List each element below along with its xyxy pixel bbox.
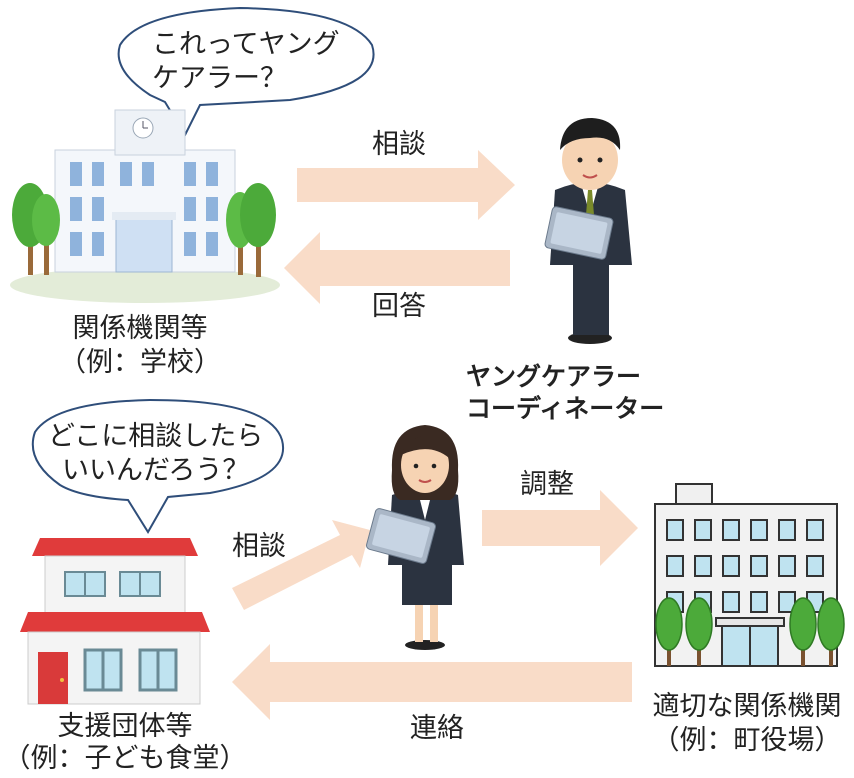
school-name: 関係機関等 bbox=[72, 313, 208, 344]
town-office-name: 適切な関係機関 bbox=[652, 691, 842, 722]
arrow-label-consult-bottom: 相談 bbox=[232, 531, 286, 562]
arrow-consult-top bbox=[297, 150, 515, 220]
coordinator-title-line1: ヤングケアラー bbox=[466, 362, 642, 391]
arrow-label-adjust: 調整 bbox=[520, 469, 574, 500]
arrow-contact bbox=[232, 644, 632, 720]
female-coordinator-icon bbox=[366, 425, 464, 650]
arrow-answer bbox=[284, 232, 510, 304]
bubble-support-line2: いいんだろう？ bbox=[62, 455, 250, 486]
speech-bubble-school bbox=[117, 6, 375, 138]
bubble-school-line1: これってヤング bbox=[152, 29, 340, 60]
support-group-name: 支援団体等 bbox=[57, 711, 193, 742]
arrow-adjust bbox=[482, 490, 638, 566]
bubble-school-line2: ケアラー？ bbox=[152, 63, 287, 94]
male-coordinator-icon bbox=[544, 118, 632, 344]
coordinator-title-line2: コーディネーター bbox=[466, 394, 665, 423]
town-office-icon bbox=[654, 483, 845, 667]
school-building-icon bbox=[10, 109, 280, 303]
speech-bubble-support bbox=[31, 398, 285, 534]
arrow-label-answer: 回答 bbox=[372, 291, 426, 322]
arrow-label-consult-top: 相談 bbox=[372, 129, 426, 160]
support-house-icon bbox=[20, 538, 210, 705]
arrow-consult-bottom bbox=[232, 520, 370, 610]
arrow-label-contact: 連絡 bbox=[410, 713, 464, 744]
bubble-support-line1: どこに相談したら bbox=[48, 421, 264, 452]
town-office-example: （例：町役場） bbox=[652, 725, 842, 756]
support-group-example: （例：子ども食堂） bbox=[3, 743, 247, 774]
school-example: （例：学校） bbox=[59, 347, 221, 378]
